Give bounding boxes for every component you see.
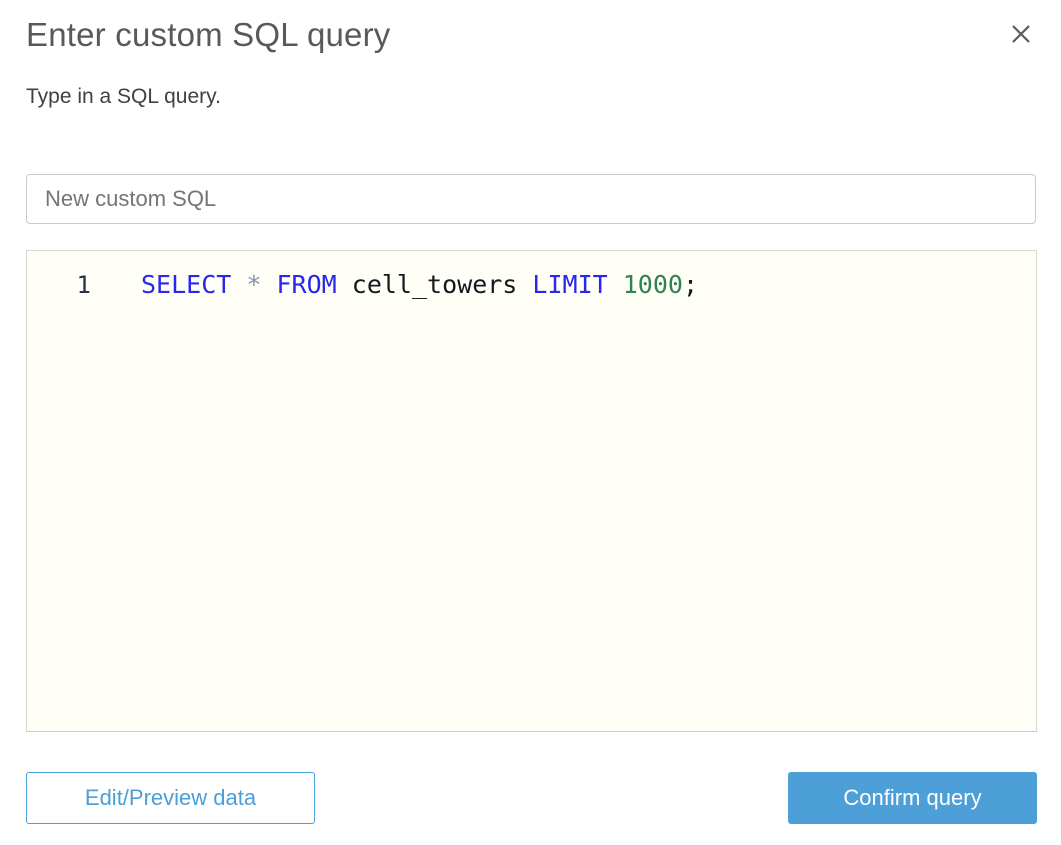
editor-line: 1 SELECT * FROM cell_towers LIMIT 1000; xyxy=(27,251,1036,303)
sql-token-space xyxy=(608,270,623,299)
close-button[interactable] xyxy=(1005,18,1037,50)
sql-token-keyword: SELECT xyxy=(141,270,232,299)
sql-token-keyword: LIMIT xyxy=(532,270,608,299)
sql-code-line: SELECT * FROM cell_towers LIMIT 1000; xyxy=(105,267,698,303)
sql-token-punctuation: ; xyxy=(682,270,699,299)
sql-token-space xyxy=(261,270,276,299)
sql-token-operator: * xyxy=(246,270,262,299)
sql-token-space xyxy=(517,270,532,299)
page-title: Enter custom SQL query xyxy=(26,16,391,53)
sql-token-number: 1000 xyxy=(622,270,683,299)
sql-token-keyword: FROM xyxy=(276,270,337,299)
confirm-query-button[interactable]: Confirm query xyxy=(788,772,1037,824)
query-name-input[interactable] xyxy=(26,174,1036,224)
sql-token-identifier: cell_towers xyxy=(351,270,518,299)
dialog-subtitle: Type in a SQL query. xyxy=(26,85,221,108)
sql-token-space xyxy=(231,270,246,299)
line-number: 1 xyxy=(76,271,91,299)
sql-code-editor[interactable]: 1 SELECT * FROM cell_towers LIMIT 1000; xyxy=(26,250,1037,732)
sql-token-space xyxy=(337,270,352,299)
edit-preview-data-button[interactable]: Edit/Preview data xyxy=(26,772,315,824)
close-icon xyxy=(1010,23,1032,45)
